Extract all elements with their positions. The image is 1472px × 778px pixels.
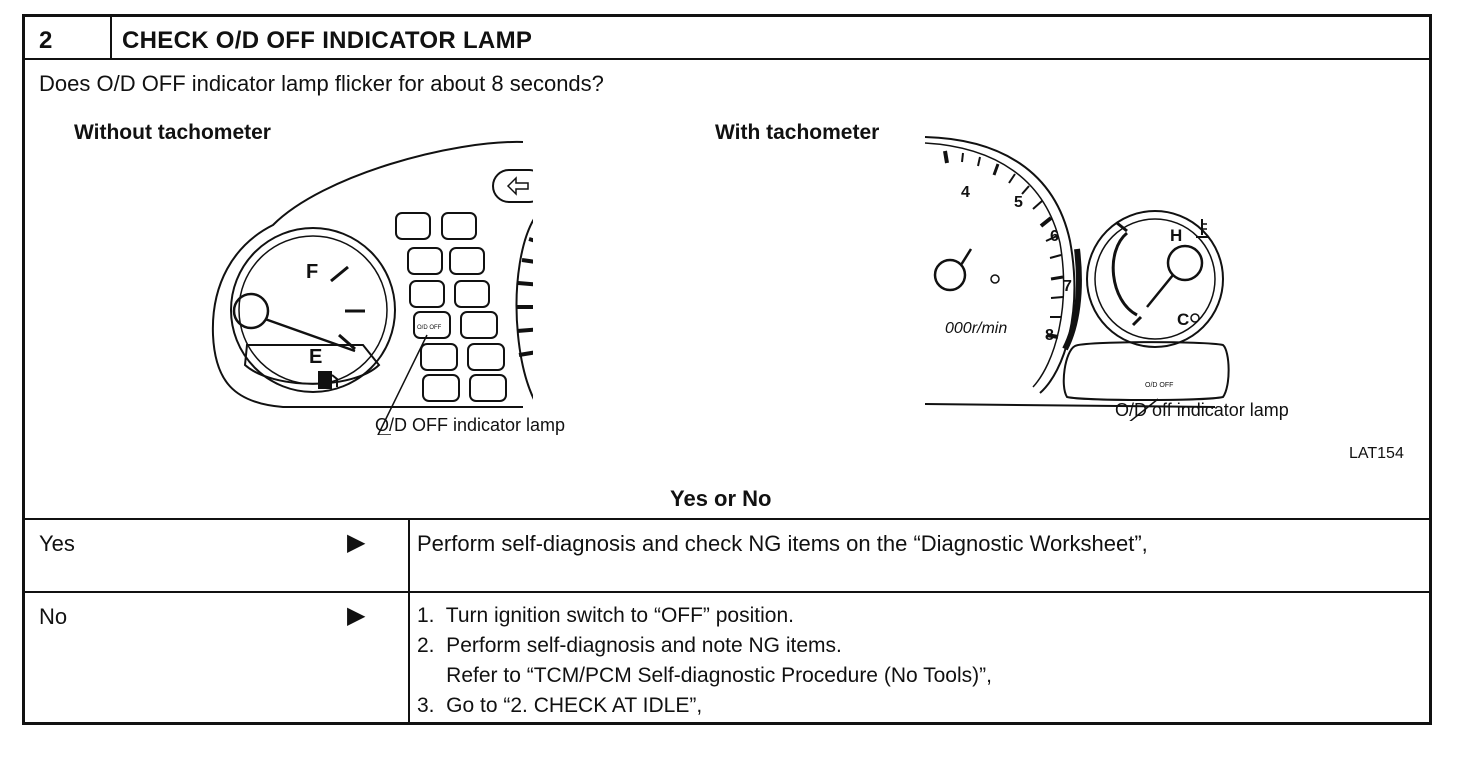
step-number: 2	[39, 27, 53, 54]
tach-number-7: 7	[1063, 278, 1072, 295]
list-item: 2. Perform self-diagnosis and note NG it…	[417, 634, 842, 657]
result-column-divider	[408, 518, 410, 725]
step-question: Does O/D OFF indicator lamp flicker for …	[39, 71, 604, 96]
temp-hot-label: H	[1170, 226, 1182, 245]
callout-right: O/D off indicator lamp	[1115, 400, 1289, 420]
tach-number-6: 6	[1050, 228, 1059, 245]
cluster-with-tachometer-figure: 4 5 6 7 8 000r/min H C O/D OFF	[924, 136, 1230, 421]
procedure-table: 2 CHECK O/D OFF INDICATOR LAMP Does O/D …	[22, 14, 1432, 725]
tach-unit-label: 000r/min	[945, 320, 1007, 337]
fuel-pump-icon	[318, 371, 338, 389]
tach-number-5: 5	[1014, 194, 1023, 211]
figure-id: LAT154	[1349, 445, 1404, 462]
answer-yes: Yes	[39, 531, 75, 556]
figure-caption-right: With tachometer	[715, 121, 880, 144]
callout-left: O/D OFF indicator lamp	[375, 415, 566, 435]
header-rule	[25, 58, 1429, 60]
arrow-right-icon: ▶	[347, 529, 366, 556]
list-item: 3. Go to “2. CHECK AT IDLE”,	[417, 694, 703, 717]
od-off-lamp-label: O/D OFF	[417, 325, 442, 331]
figure-caption-left: Without tachometer	[74, 121, 271, 144]
coolant-temperature-icon	[1196, 219, 1208, 238]
header-divider	[110, 17, 112, 58]
step-title: CHECK O/D OFF INDICATOR LAMP	[122, 27, 533, 54]
answer-no: No	[39, 604, 68, 629]
list-item: Refer to “TCM/PCM Self-diagnostic Proced…	[417, 664, 992, 687]
action-list-no: 1. Turn ignition switch to “OFF” positio…	[417, 601, 992, 721]
tach-number-8: 8	[1045, 327, 1054, 344]
temp-cold-label: C	[1177, 310, 1189, 329]
arrow-right-icon: ▶	[347, 602, 366, 629]
action-yes: Perform self-diagnosis and check NG item…	[417, 531, 1148, 556]
fuel-full-label: F	[306, 261, 318, 283]
result-prompt: Yes or No	[670, 486, 772, 511]
list-item: 1. Turn ignition switch to “OFF” positio…	[417, 604, 794, 627]
fuel-empty-label: E	[309, 346, 322, 368]
cluster-without-tachometer-figure: F E O/D OFF	[211, 140, 533, 435]
tach-number-4: 4	[961, 184, 970, 201]
result-rule	[25, 518, 1429, 520]
yes-row-rule	[25, 591, 1429, 593]
od-off-lamp-label-right: O/D OFF	[1145, 382, 1173, 389]
